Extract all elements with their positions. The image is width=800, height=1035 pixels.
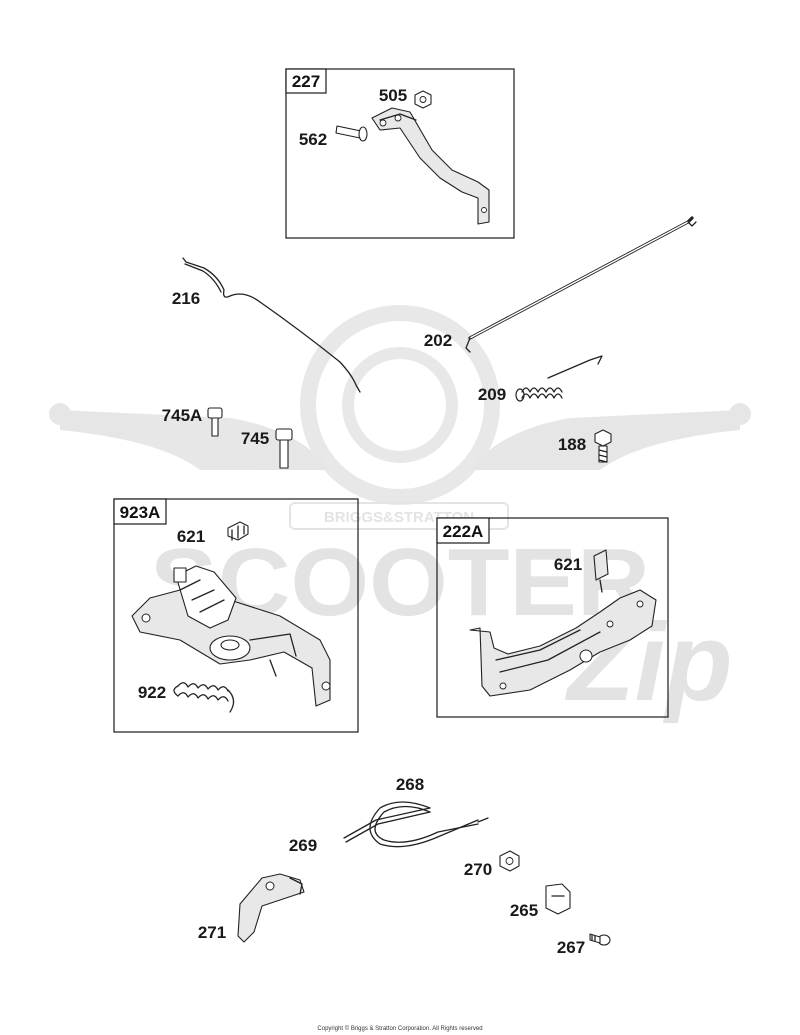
spring-922-part bbox=[173, 682, 235, 713]
callout-202: 202 bbox=[424, 331, 452, 350]
callout-621-a: 621 bbox=[177, 527, 205, 546]
group-tag-923A: 923A bbox=[120, 503, 161, 522]
governor-link-216-part bbox=[182, 257, 361, 393]
callout-745: 745 bbox=[241, 429, 269, 448]
callout-270: 270 bbox=[464, 860, 492, 879]
group-tag-box-923A bbox=[113, 498, 167, 525]
group-box-222A bbox=[436, 517, 669, 718]
bracket-271-part bbox=[237, 873, 305, 943]
throttle-rod-202-part bbox=[465, 216, 697, 353]
callout-269: 269 bbox=[289, 836, 317, 855]
callout-267: 267 bbox=[557, 938, 585, 957]
callout-209: 209 bbox=[478, 385, 506, 404]
screw-188-part bbox=[594, 429, 612, 463]
switch-621-part-b bbox=[593, 549, 609, 593]
screw-745A-part bbox=[207, 407, 223, 437]
watermark-wings bbox=[60, 410, 740, 470]
switch-621-part-a bbox=[227, 521, 249, 541]
callout-265: 265 bbox=[510, 901, 538, 920]
group-tag-222A: 222A bbox=[443, 522, 484, 541]
group-box-923A bbox=[113, 498, 359, 733]
control-assembly-923A-part bbox=[131, 565, 331, 707]
callout-271: 271 bbox=[198, 923, 226, 942]
callout-562: 562 bbox=[299, 130, 327, 149]
watermark-badge bbox=[289, 502, 509, 530]
group-box-227 bbox=[285, 68, 515, 239]
callout-188: 188 bbox=[558, 435, 586, 454]
nut-505-part bbox=[414, 90, 432, 109]
watermark-ring bbox=[300, 305, 500, 505]
spring-209-part bbox=[515, 355, 603, 402]
callout-922: 922 bbox=[138, 683, 166, 702]
bolt-562-part bbox=[335, 125, 368, 142]
screw-267-part bbox=[589, 933, 611, 946]
group-tag-227: 227 bbox=[292, 72, 320, 91]
callout-268: 268 bbox=[396, 775, 424, 794]
nut-270-part bbox=[499, 850, 520, 872]
control-bracket-227-part bbox=[371, 107, 490, 225]
screw-745-part bbox=[275, 428, 293, 469]
cable-268-part bbox=[343, 801, 489, 848]
callout-216: 216 bbox=[172, 289, 200, 308]
group-tag-box-227 bbox=[285, 68, 327, 94]
watermark-knob-left bbox=[49, 403, 71, 425]
callout-745A: 745A bbox=[162, 406, 203, 425]
clip-265-part bbox=[545, 883, 571, 915]
callout-621-b: 621 bbox=[554, 555, 582, 574]
watermark-ring-inner bbox=[342, 347, 458, 463]
group-tag-box-222A bbox=[436, 517, 490, 544]
callout-505: 505 bbox=[379, 86, 407, 105]
control-bracket-222A-part bbox=[469, 589, 657, 697]
copyright-notice: Copyright © Briggs & Stratton Corporatio… bbox=[317, 1025, 482, 1032]
watermark-knob-right bbox=[729, 403, 751, 425]
